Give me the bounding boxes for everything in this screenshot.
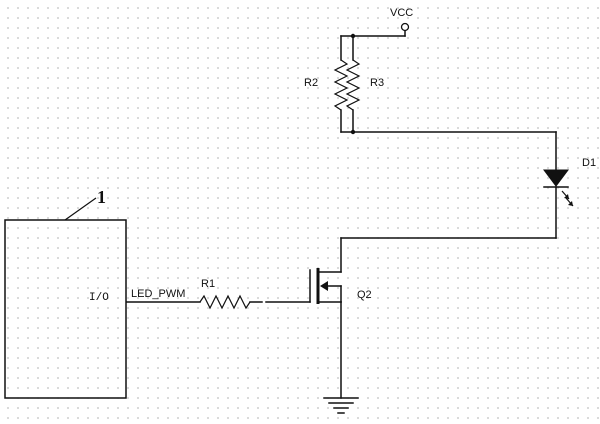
block-reference-number: 1 [97,187,106,207]
led-d1: D1 [543,157,596,239]
r2-label: R2 [304,77,318,89]
ground-symbol [323,397,359,414]
r3-label: R3 [370,77,384,89]
d1-label: D1 [582,157,596,169]
q2-label: Q2 [357,289,372,301]
wire-vcc-to-led [352,131,557,171]
r1-label: R1 [201,278,215,290]
net-label-led-pwm: LED_PWM [131,288,185,300]
wire-led-to-q2 [340,237,557,273]
mosfet-q2: Q2 [309,268,372,399]
controller-block: I/O 1 [4,187,127,399]
reference-leader-line [64,197,97,221]
resistor-pair-r2-r3: R2 R3 [304,33,384,135]
vcc-label: VCC [390,7,413,19]
resistor-r1: R1 LED_PWM [126,278,311,310]
io-pin-label: I/O [89,292,109,304]
vcc-terminal: VCC [352,7,413,37]
